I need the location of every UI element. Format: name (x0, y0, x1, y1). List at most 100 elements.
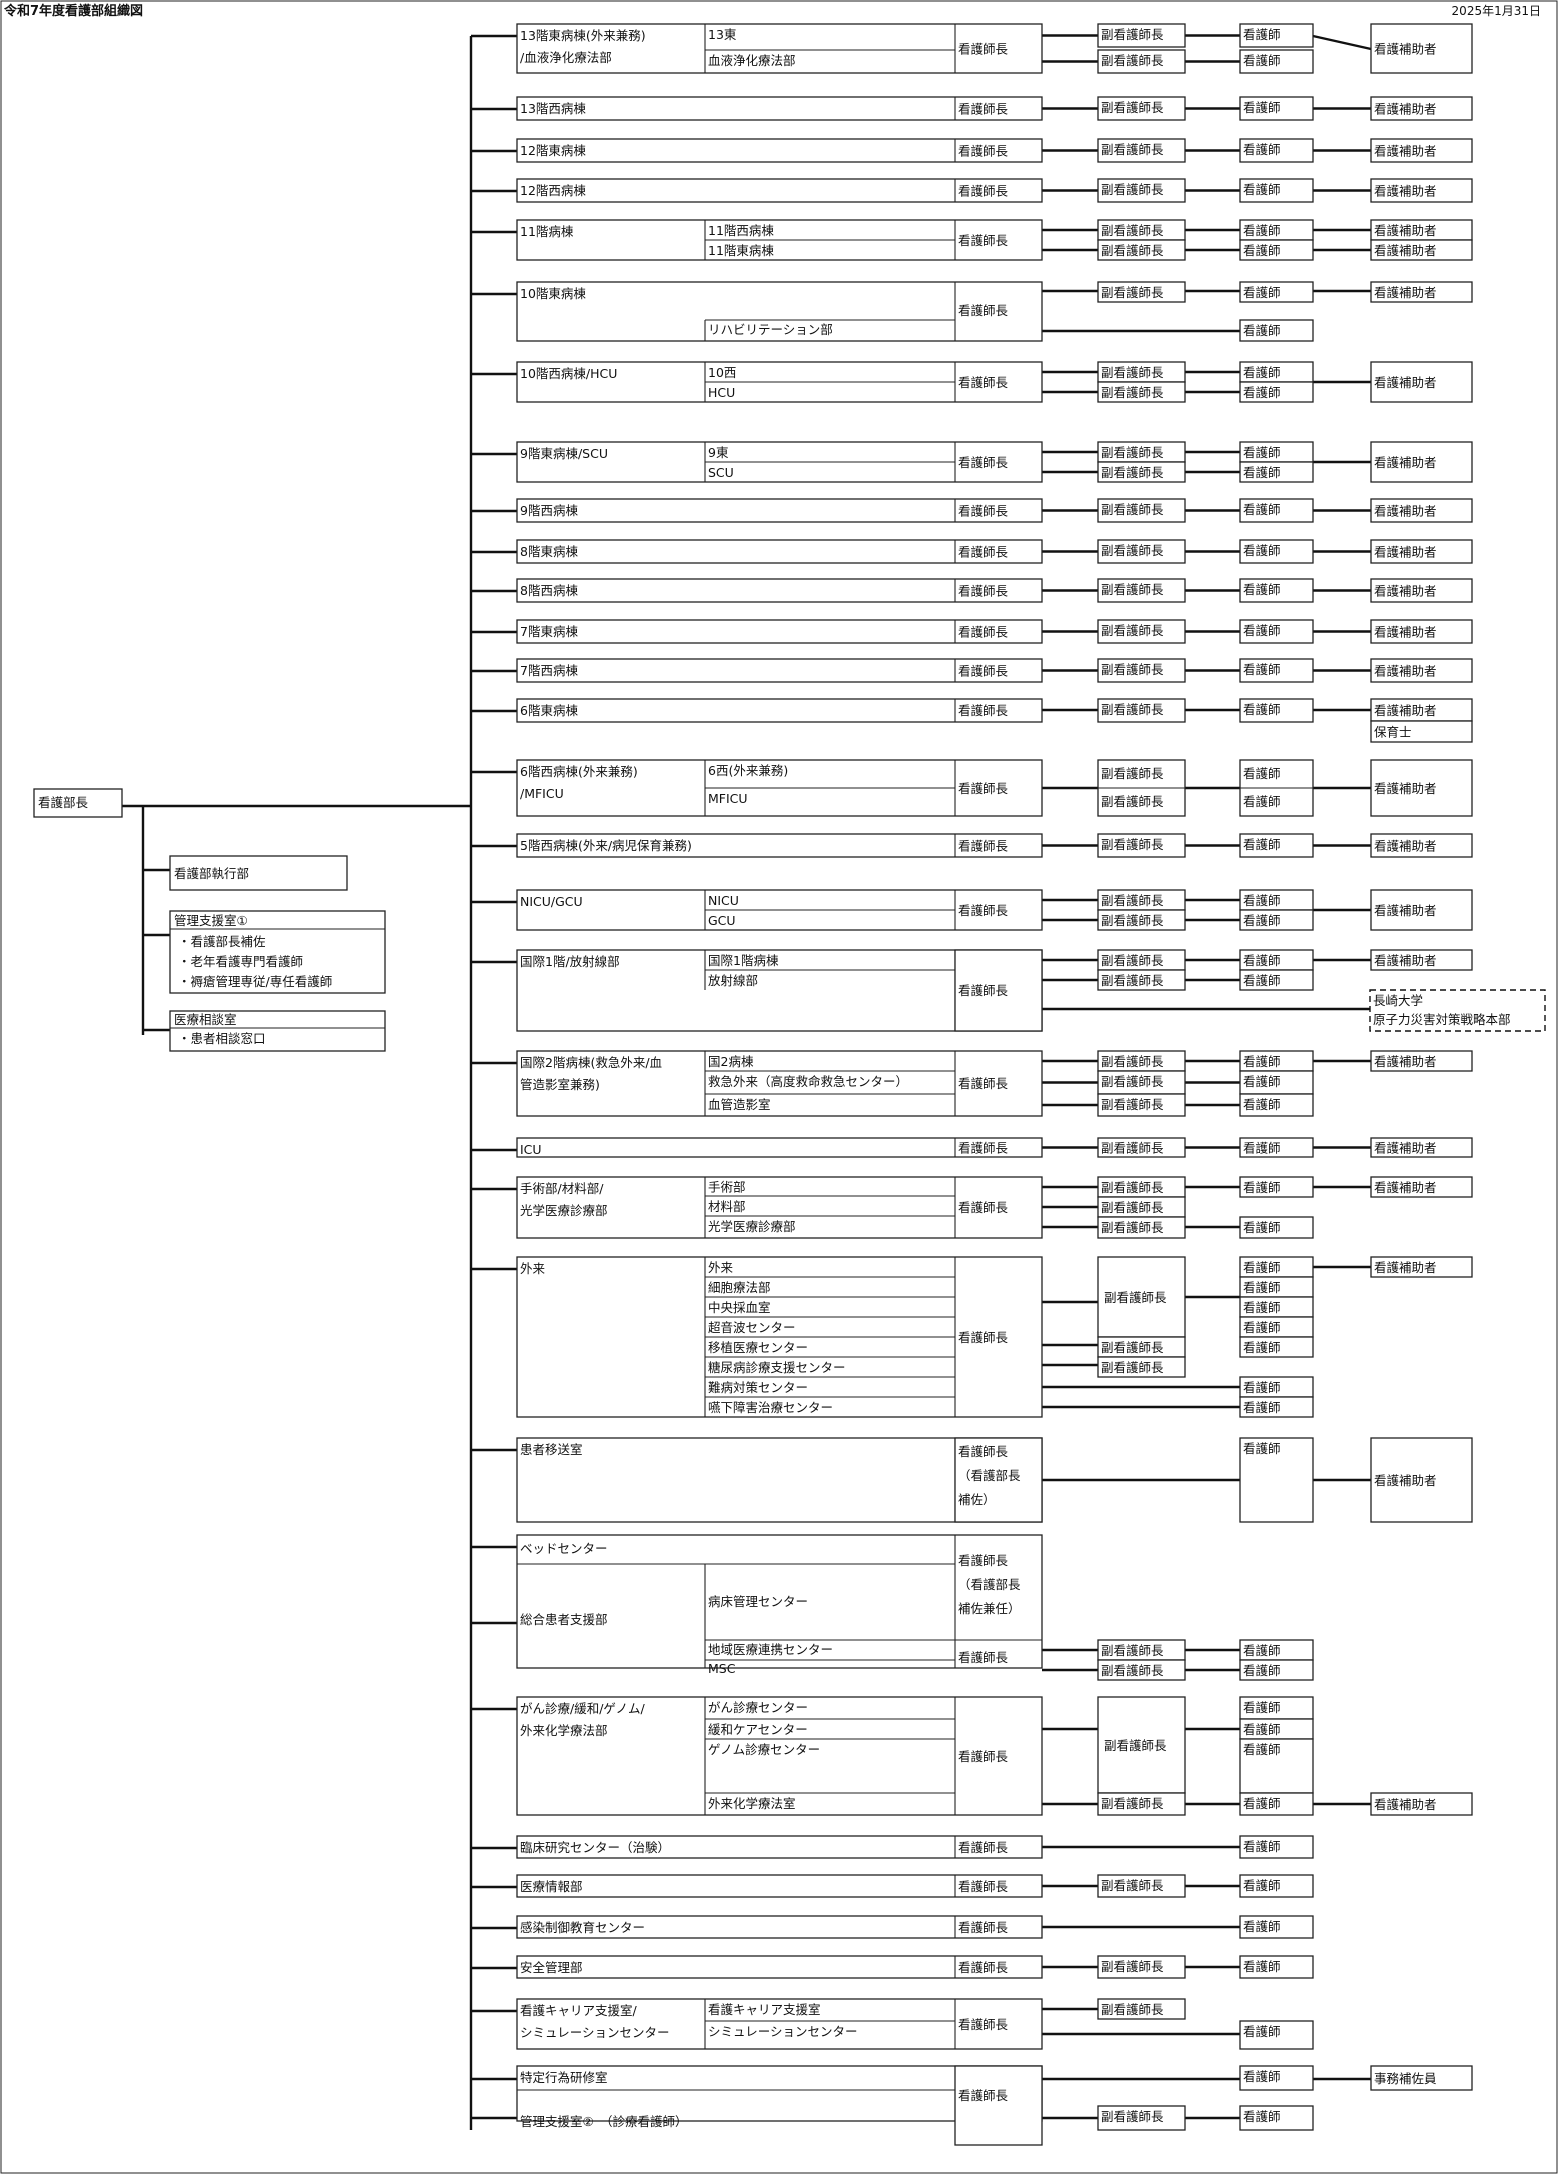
vice-box (1097, 2105, 1186, 2131)
vice-label: 副看護師長 (1101, 2002, 1164, 2017)
vice-label: 副看護師長 (1101, 1054, 1164, 1069)
unit-name: がん診療/緩和/ゲノム/ (520, 1701, 646, 1716)
nurse-label: 看護師 (1243, 1380, 1281, 1395)
unit-name: 看護キャリア支援室/ (520, 2003, 638, 2018)
aide-box (1370, 1137, 1473, 1158)
nurse-box (1239, 281, 1314, 303)
unit-box-19 (516, 1137, 1043, 1158)
nurse-label: 看護師 (1243, 893, 1281, 908)
unit-sub: MSC (708, 1661, 736, 1676)
vice-label: 副看護師長 (1104, 1290, 1167, 1305)
head-nurse-label: 看護師長 (958, 1840, 1009, 1855)
nurse-label: 看護師 (1243, 1959, 1281, 1974)
vice-label: 副看護師長 (1101, 53, 1164, 68)
vice-label: 副看護師長 (1101, 1074, 1164, 1089)
nurse-label: 看護師 (1243, 1074, 1281, 1089)
unit-sub: NICU (708, 893, 739, 908)
unit-name: 感染制御教育センター (520, 1920, 645, 1935)
nurse-label: 看護師 (1243, 1220, 1281, 1235)
unit-box-2 (516, 138, 1043, 163)
head-nurse-label: 看護師長 (958, 1879, 1009, 1894)
vice-label: 副看護師長 (1101, 662, 1164, 677)
aide-label: 看護補助者 (1374, 375, 1437, 390)
unit-sub: 6西(外来兼務) (708, 763, 788, 778)
head-nurse-label: 看護師長 (958, 184, 1009, 199)
vice-box (1097, 698, 1186, 723)
aide-label: 看護補助者 (1374, 42, 1437, 57)
head-nurse-label: 看護師長 (958, 1960, 1009, 1975)
head-nurse-label: 看護師長 (958, 1141, 1009, 1156)
unit-name: 特定行為研修室 (520, 2070, 608, 2085)
nurse-label: 看護師 (1243, 1300, 1281, 1315)
nurse-box (1239, 1955, 1314, 1979)
unit-name: 国際2階病棟(救急外来/血 (520, 1055, 662, 1070)
head-assist-label: （看護部長 (958, 1577, 1021, 1592)
head-assist-label: 補佐兼任） (958, 1601, 1021, 1616)
vice-label: 副看護師長 (1101, 142, 1164, 157)
vice-label: 副看護師長 (1101, 27, 1164, 42)
unit-sub: 病床管理センター (708, 1594, 808, 1609)
head-assist-label: 補佐） (958, 1492, 996, 1507)
head-assist-label: 看護師長 (958, 1553, 1009, 1568)
aide-box (1370, 178, 1473, 203)
vice-box (1097, 1216, 1186, 1239)
head-nurse-label: 看護師長 (958, 1650, 1009, 1665)
aide-label: 看護補助者 (1374, 1141, 1437, 1156)
nurse-label: 看護師 (1243, 973, 1281, 988)
nurse-box (1239, 1915, 1314, 1939)
nurse-label: 看護師 (1243, 1700, 1281, 1715)
head-nurse-label: 看護師長 (958, 2088, 1009, 2103)
head-nurse-label: 看護師長 (958, 1200, 1009, 1215)
nurse-box (1239, 2105, 1314, 2131)
unit-name: ICU (520, 1142, 542, 1157)
unit-box-27 (516, 1874, 1043, 1898)
unit-sub: HCU (708, 385, 735, 400)
nurse-box (1239, 1216, 1314, 1239)
nurse-label: 看護師 (1243, 1400, 1281, 1415)
aide-box (1370, 578, 1473, 603)
support1-label: 管理支援室① (174, 913, 248, 928)
vice-label: 副看護師長 (1101, 365, 1164, 380)
vice-label: 副看護師長 (1101, 1200, 1164, 1215)
nurse-box (1239, 578, 1314, 603)
nurse-label: 看護師 (1243, 913, 1281, 928)
unit-sub: 緩和ケアセンター (708, 1722, 808, 1737)
head-nurse-label: 看護師長 (958, 2017, 1009, 2032)
exec-box (169, 855, 348, 891)
vice-label: 副看護師長 (1101, 893, 1164, 908)
consult-item: ・患者相談窓口 (178, 1031, 266, 1046)
aide-box (1370, 1437, 1473, 1523)
aide-label: 看護補助者 (1374, 1797, 1437, 1812)
unit-sub: 超音波センター (708, 1320, 796, 1335)
head-nurse-label: 看護師長 (958, 584, 1009, 599)
nurse-label: 看護師 (1243, 2069, 1281, 2084)
unit-name: 12階東病棟 (520, 143, 586, 158)
unit-box-8 (516, 498, 1043, 523)
nurse-label: 看護師 (1243, 1054, 1281, 1069)
nurse-label: 看護師 (1243, 100, 1281, 115)
vice-box (1097, 539, 1186, 564)
unit-name: 9階西病棟 (520, 503, 578, 518)
nurse-label: 看護師 (1243, 953, 1281, 968)
director-label: 看護部長 (38, 795, 89, 810)
nurse-label: 看護師 (1243, 27, 1281, 42)
vice-box (1097, 1356, 1186, 1378)
nurse-box (1239, 1093, 1314, 1117)
unit-sub: 細胞療法部 (708, 1280, 771, 1295)
nurse-box (1239, 2020, 1314, 2050)
unit-sub: 材料部 (708, 1199, 746, 1214)
aide-label: 看護補助者 (1374, 903, 1437, 918)
vice-box (1097, 578, 1186, 603)
vice-label: 副看護師長 (1101, 794, 1164, 809)
nurse-box (1239, 1137, 1314, 1158)
nurse-label: 看護師 (1243, 445, 1281, 460)
aide-label: 看護補助者 (1374, 953, 1437, 968)
vice-box (1097, 178, 1186, 203)
unit-box-12 (516, 658, 1043, 683)
nurse-label: 看護師 (1243, 243, 1281, 258)
nurse-box (1239, 1176, 1314, 1198)
vice-box (1097, 909, 1186, 931)
external-label: 原子力災害対策戦略本部 (1373, 1012, 1511, 1027)
nurse-box (1239, 1437, 1314, 1523)
head-nurse-label: 看護師長 (958, 1076, 1009, 1091)
